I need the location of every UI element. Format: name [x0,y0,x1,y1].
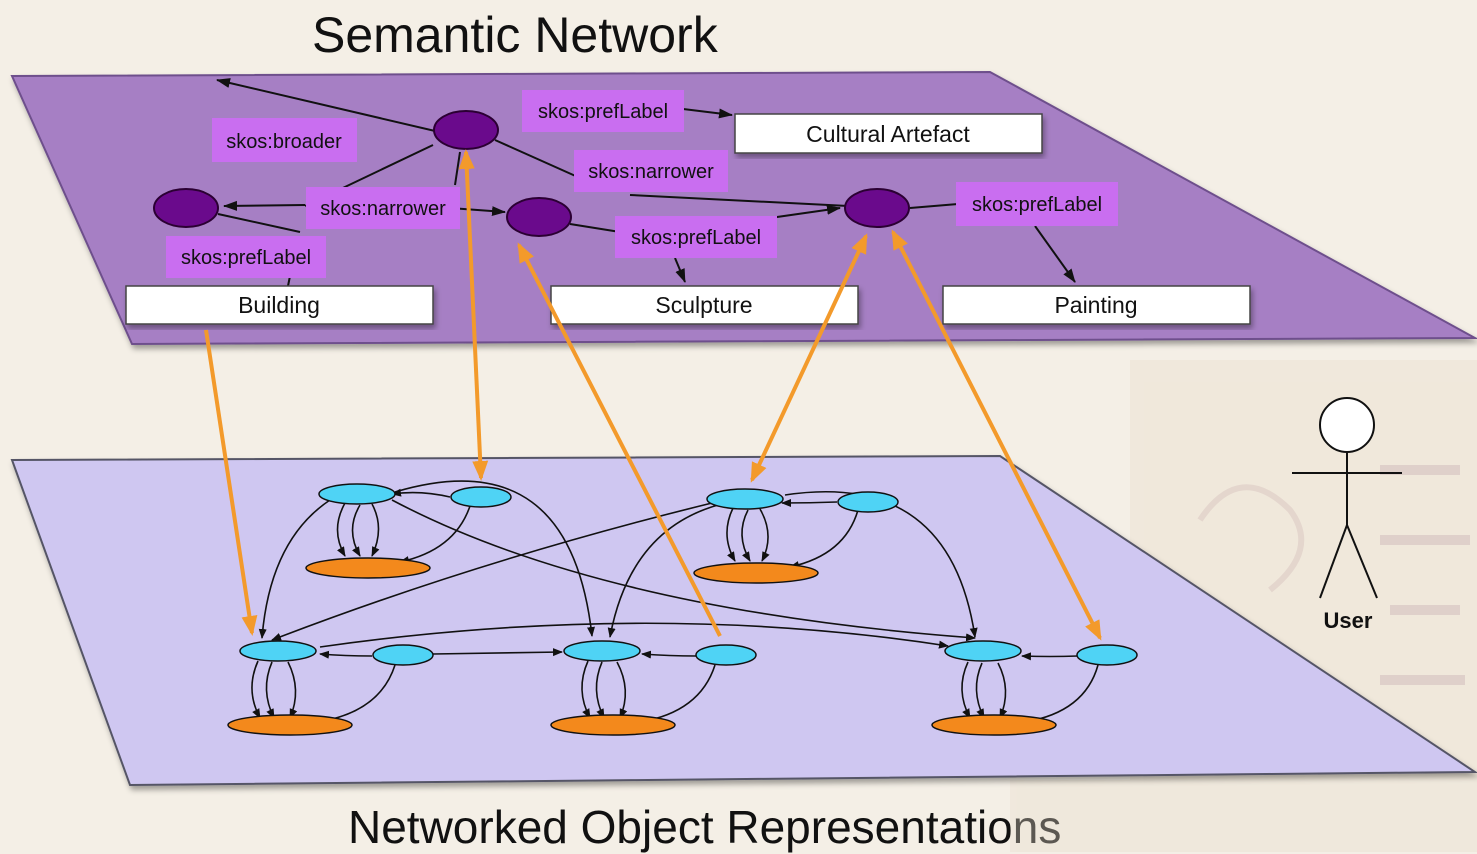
relation-box-narrower-right [574,150,728,192]
object-node[interactable] [706,488,784,510]
semantic-plane [10,70,1477,346]
link-middle-concept-to-object [517,242,722,637]
link-building-to-object [204,329,258,636]
relation-label-narrower-right: skos:narrower [588,161,714,183]
edge-mid-preflabel-to-sculpture [674,257,686,283]
edge-top-preflabel [674,107,733,119]
networked-object-title: Networked Object Representations [348,801,1062,853]
edge-mid-to-right [769,204,841,219]
edge-mid-to-preflabel [569,223,621,233]
literal-box-building [125,285,434,325]
object-node[interactable] [318,483,396,505]
relation-label-preflabel-top: skos:prefLabel [538,101,668,123]
literal-node[interactable] [305,557,431,579]
relation-box-narrower-left [306,187,460,229]
object-node[interactable] [372,644,434,666]
link-right-concept-to-object-a [750,233,868,483]
literal-node[interactable] [693,562,819,584]
edge-broader [216,78,466,139]
edge-left-concept-preflabel [217,213,301,233]
relation-label-preflabel-middle: skos:prefLabel [631,227,761,249]
relation-box-preflabel-right [956,182,1118,226]
object-node[interactable] [239,640,317,662]
edge-top-to-narrower [494,139,581,179]
object-node[interactable] [837,491,899,513]
literal-sculpture: Sculpture [655,292,752,318]
literal-node[interactable] [550,714,676,736]
object-nodes [227,483,1138,736]
cross-layer-links [204,149,1102,641]
background-texture [1010,360,1477,852]
user-label: User [1324,608,1373,633]
object-node[interactable] [563,640,641,662]
relation-box-broader [212,118,357,162]
relation-box-preflabel-left [166,236,326,278]
relation-box-preflabel-middle [615,216,777,258]
object-node[interactable] [450,486,512,508]
object-node[interactable] [695,644,757,666]
object-node[interactable] [944,640,1022,662]
concept-node-left[interactable] [153,188,219,228]
object-node[interactable] [1076,644,1138,666]
relation-box-preflabel-top [522,90,684,132]
semantic-network-title: Semantic Network [312,7,718,63]
link-right-concept-to-object-b [891,229,1102,641]
relation-label-broader: skos:broader [226,131,342,153]
relation-label-narrower-left: skos:narrower [320,198,446,220]
concept-node-right[interactable] [844,188,910,228]
edge-right-to-preflabel [909,203,959,209]
literal-cultural-artefact: Cultural Artefact [806,121,970,147]
literal-painting: Painting [1054,292,1137,318]
literal-node[interactable] [227,714,353,736]
user-actor-icon [1292,397,1402,599]
literal-box-cultural-artefact [734,113,1043,154]
literal-building: Building [238,292,320,318]
literal-node[interactable] [931,714,1057,736]
concept-node-top[interactable] [433,110,499,150]
relation-label-preflabel-right: skos:prefLabel [972,194,1102,216]
edge-narrower-left [223,200,306,211]
link-top-concept-to-object [458,149,489,481]
concept-node-middle[interactable] [506,197,572,237]
relation-label-preflabel-left: skos:prefLabel [181,247,311,269]
